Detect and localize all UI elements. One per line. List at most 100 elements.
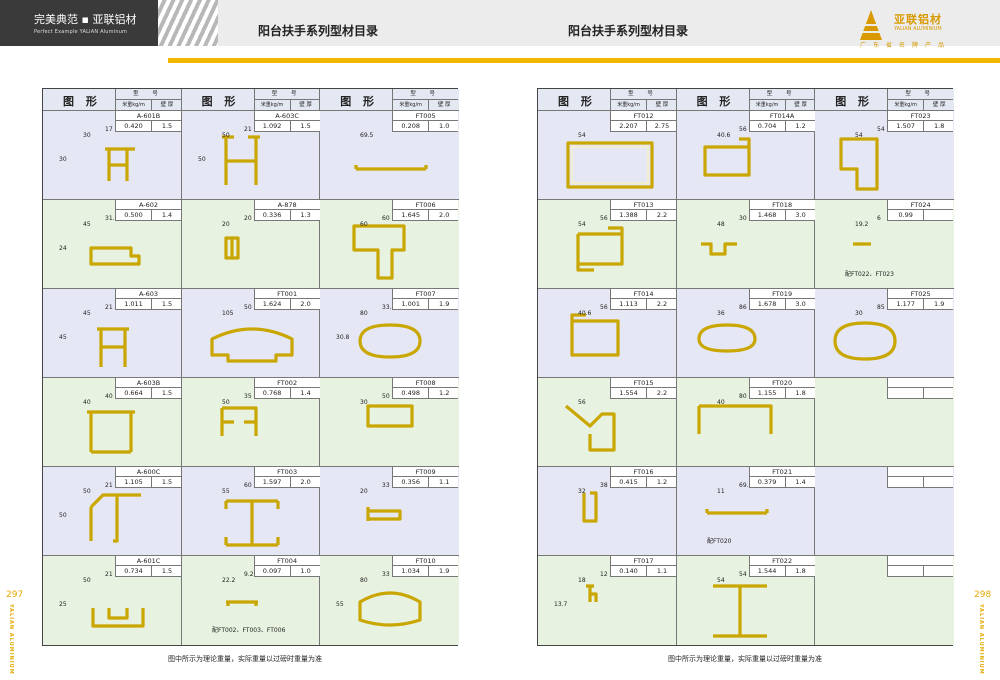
column-header: 图 形 型 号 米重kg/m 壁 厚 — [181, 89, 320, 111]
thickness-value: 2.0 — [439, 211, 450, 219]
spec-box: FT004 0.097 1.0 — [253, 556, 320, 577]
header-spec-box: 型 号 米重kg/m 壁 厚 — [887, 89, 954, 111]
header-weight-label: 米重kg/m — [611, 100, 647, 111]
header-model-label: 型 号 — [749, 89, 815, 100]
thickness-value: 1.2 — [795, 122, 806, 130]
spec-box: FT018 1.468 3.0 — [748, 200, 815, 221]
header-spec-box: 型 号 米重kg/m 壁 厚 — [392, 89, 459, 111]
dimension-label: 55 — [222, 488, 230, 495]
thickness-value: 2.2 — [656, 211, 668, 219]
thickness-value: 1.8 — [795, 567, 806, 575]
spec-box: FT014 1.113 2.2 — [610, 289, 676, 310]
dimension-label: 56 — [600, 215, 608, 222]
dimension-label: 50 — [244, 304, 252, 311]
weight-value: 0.140 — [611, 566, 647, 576]
dimension-label: 54 — [717, 577, 725, 584]
dimension-label: 6 — [877, 215, 881, 222]
dimension-label: 85 — [877, 304, 885, 311]
model-number: A-601B — [116, 111, 181, 121]
dimension-label: 80 — [739, 393, 747, 400]
model-number: FT024 — [888, 200, 954, 210]
column-header: 图 形 型 号 米重kg/m 壁 厚 — [815, 89, 954, 111]
thickness-value: 2.2 — [656, 389, 668, 397]
dimension-label: 30 — [739, 215, 747, 222]
weight-note-right: 图中所示为理论重量，实际重量以过磅时重量为准 — [668, 655, 822, 663]
model-number: FT014A — [749, 111, 815, 121]
thickness-value: 1.8 — [795, 389, 806, 397]
model-number: FT021 — [749, 467, 815, 477]
header-spec-box: 型 号 米重kg/m 壁 厚 — [253, 89, 320, 111]
dimension-label: 30 — [855, 310, 863, 317]
weight-value: 0.734 — [116, 566, 152, 576]
spec-box: FT017 0.140 1.1 — [610, 556, 676, 577]
spec-box — [887, 467, 954, 488]
weight-value: 0.379 — [750, 477, 786, 487]
dimension-label: 20 — [244, 215, 252, 222]
dimension-label: 54 — [578, 132, 586, 139]
header-weight-label: 米重kg/m — [750, 100, 786, 111]
spec-box: FT023 1.507 1.8 — [887, 111, 954, 132]
header-model-label: 型 号 — [611, 89, 676, 100]
model-number: FT020 — [749, 378, 815, 388]
thickness-value — [924, 210, 954, 220]
weight-value: 0.097 — [255, 566, 291, 576]
logo-english: YALIAN ALUMINIUM — [894, 26, 942, 32]
profile-drawing: 40.656 — [570, 304, 620, 357]
model-number: FT008 — [393, 378, 459, 388]
dimension-label: 50 — [83, 577, 91, 584]
model-number: FT003 — [254, 467, 320, 477]
header-thickness-label: 壁 厚 — [437, 102, 451, 108]
side-label-left: YALIAN ALUMINIUM — [8, 604, 14, 675]
header-model-label: 型 号 — [116, 89, 181, 100]
weight-value: 1.678 — [750, 299, 786, 309]
weight-value: 1.177 — [888, 299, 925, 309]
spec-box — [887, 556, 954, 577]
weight-value: 1.001 — [393, 299, 430, 309]
dimension-label: 54 — [855, 132, 863, 139]
header-thickness-label: 壁 厚 — [299, 102, 312, 108]
profile-drawing: 55 60 — [222, 482, 280, 547]
weight-value: 0.498 — [393, 388, 430, 398]
header-thickness-label: 壁 厚 — [932, 102, 946, 108]
model-number: FT012 — [611, 111, 676, 121]
header-model-label: 型 号 — [254, 89, 320, 100]
model-number — [888, 467, 954, 477]
weight-value — [888, 566, 925, 576]
header-graphic-label: 图 形 — [835, 95, 874, 108]
dimension-label: 60 — [244, 482, 252, 489]
weight-value: 1.105 — [116, 477, 152, 487]
dimension-label: 30 — [59, 156, 67, 163]
weight-value: 0.208 — [393, 121, 430, 131]
column-header: 图 形 型 号 米重kg/m 壁 厚 — [676, 89, 815, 111]
thickness-value — [924, 477, 954, 487]
dimension-label: 60 — [360, 221, 368, 228]
header-weight-label: 米重kg/m — [393, 100, 430, 111]
weight-value: 0.99 — [888, 210, 925, 220]
weight-value: 1.034 — [393, 566, 430, 576]
dimension-label: 11 — [717, 488, 725, 495]
product-cell — [815, 378, 954, 467]
weight-value: 0.500 — [116, 210, 152, 220]
page-number-left: 297 — [6, 590, 24, 600]
dimension-label: 50 — [382, 393, 390, 400]
model-number: FT017 — [611, 556, 676, 566]
spec-box: A-601C 0.734 1.5 — [115, 556, 181, 577]
dimension-label: 50 — [222, 399, 230, 406]
thickness-value: 1.8 — [934, 122, 945, 130]
spec-box: FT022 1.544 1.8 — [748, 556, 815, 577]
